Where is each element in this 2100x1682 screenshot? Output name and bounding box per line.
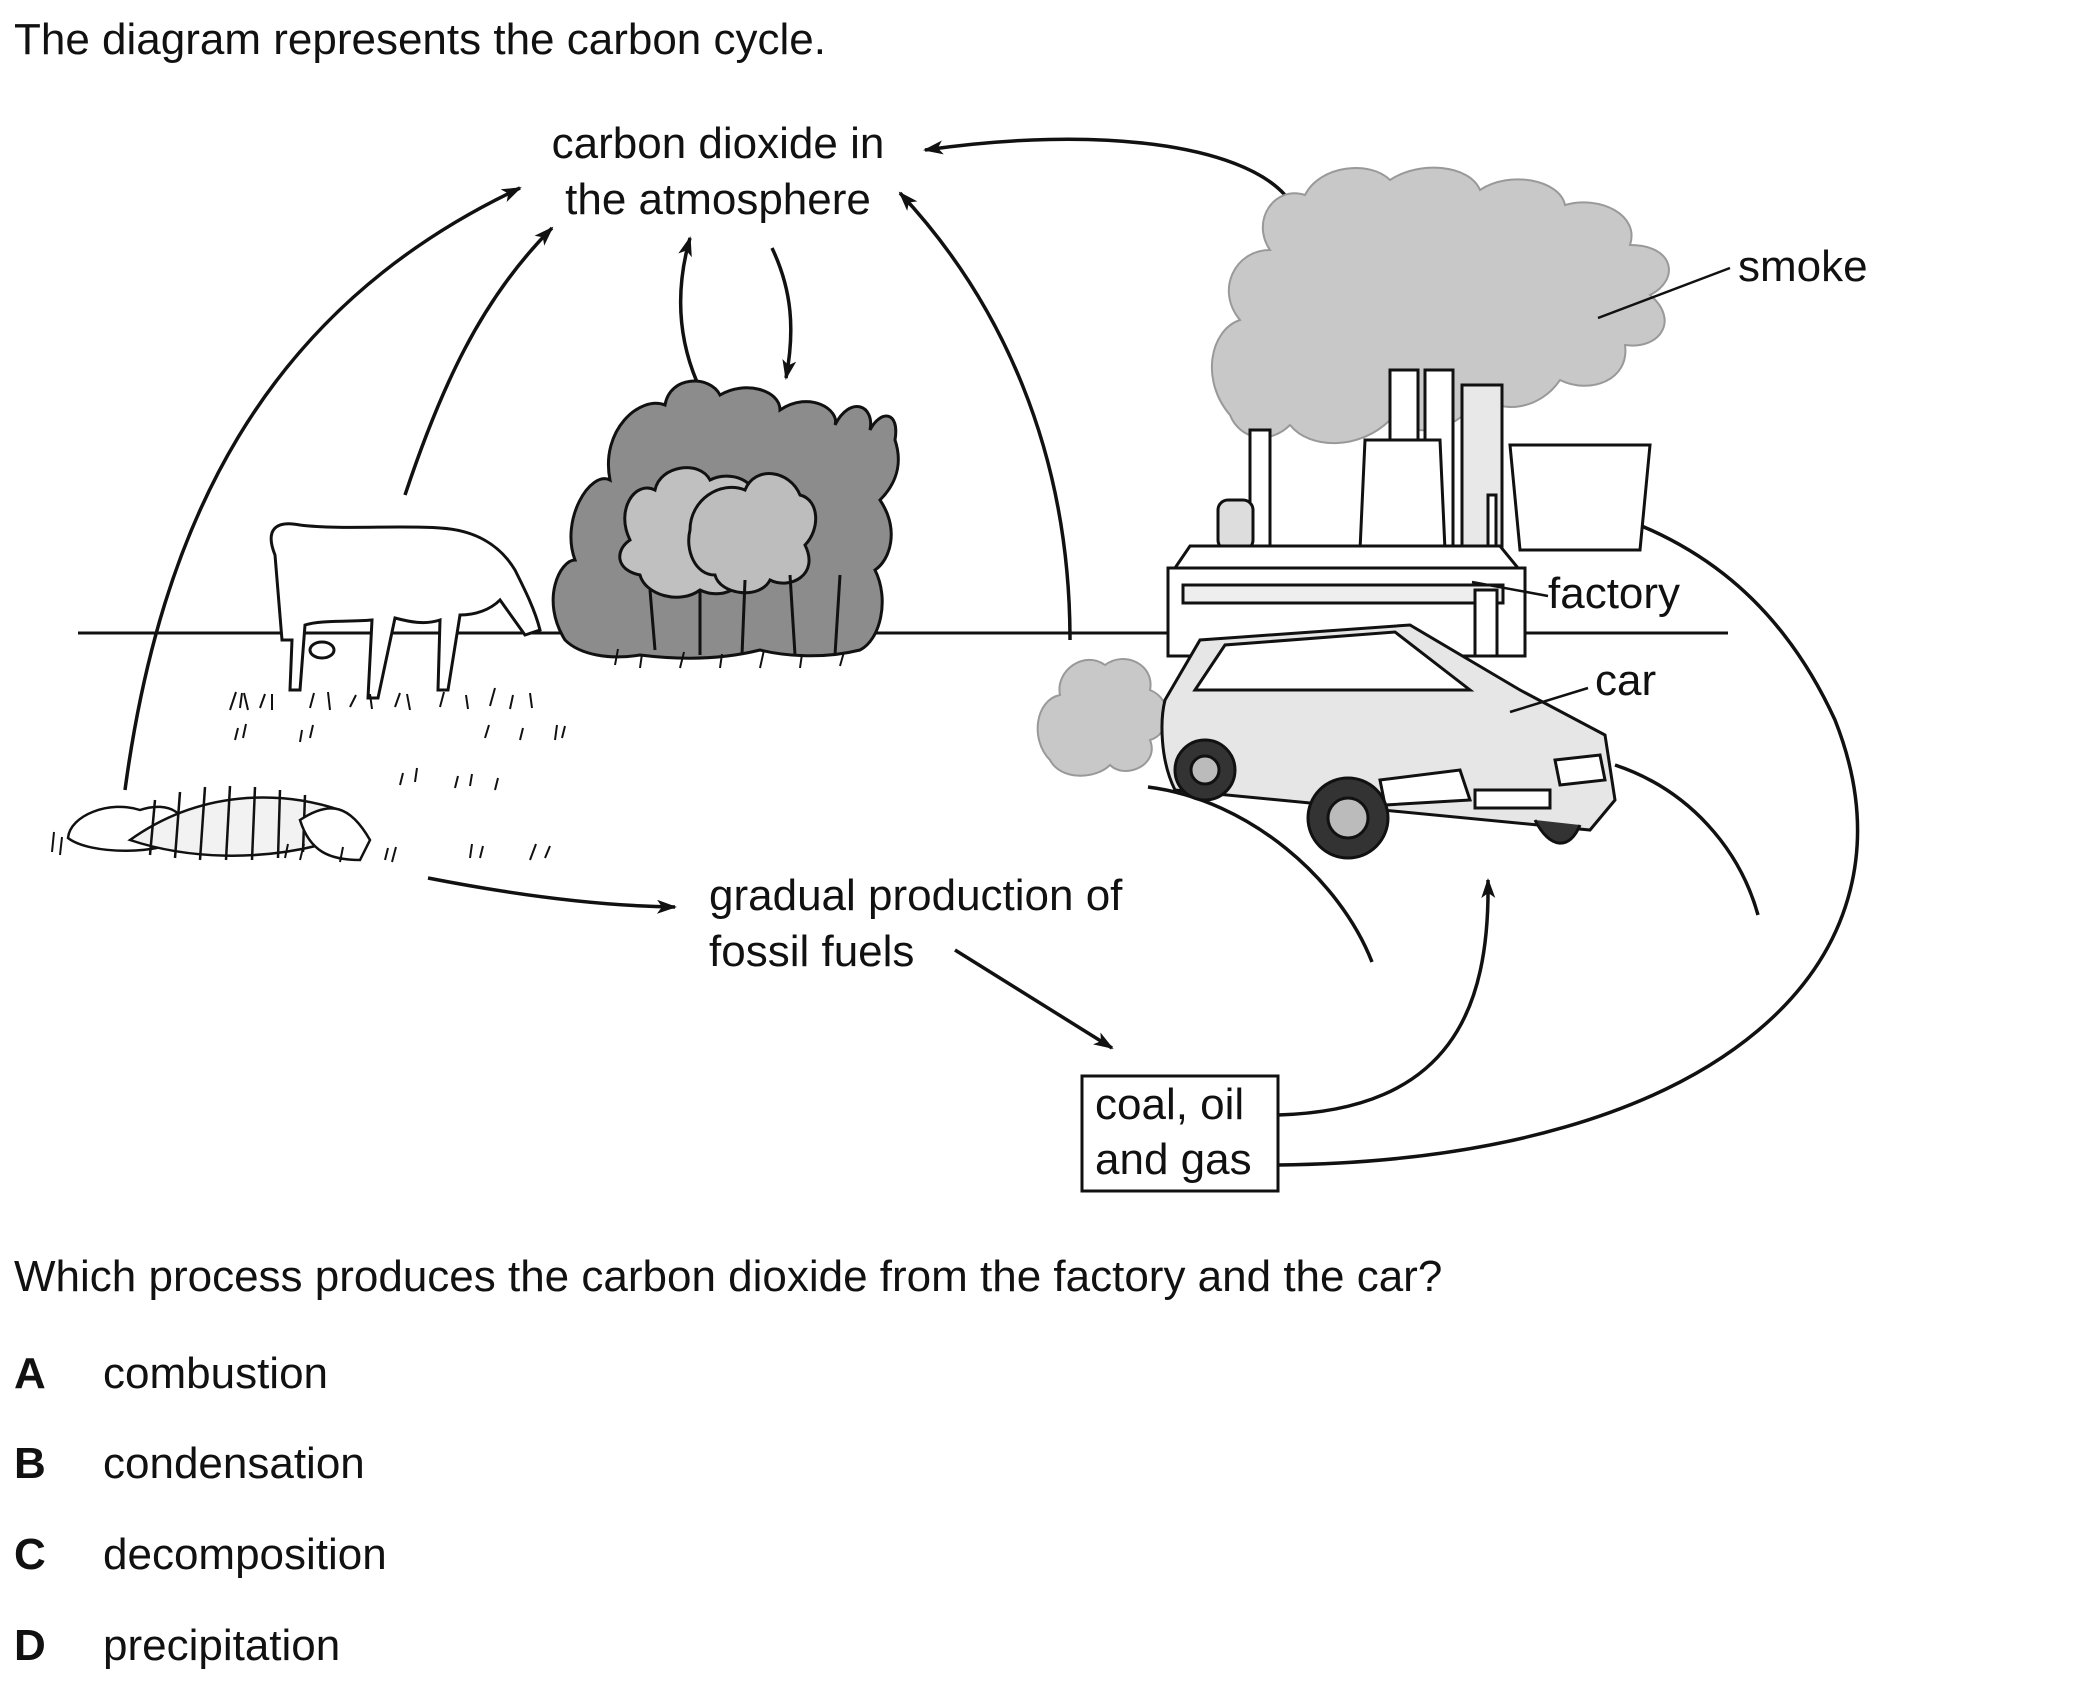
arrow-remains-to-fossil	[427, 876, 677, 914]
smoke-label: smoke	[1738, 242, 1868, 291]
arrow-smoke-exhaust-to-atmosphere	[898, 191, 1072, 641]
factory-smoke-cloud	[1210, 166, 1670, 445]
atmosphere-label-line1: carbon dioxide in	[552, 119, 885, 168]
option-c-letter: C	[14, 1530, 46, 1579]
car-label: car	[1595, 656, 1656, 705]
arrow-coal-to-factory	[1277, 493, 1860, 1167]
car-illustration	[1160, 623, 1617, 860]
trees-illustration	[551, 379, 900, 660]
cow-illustration	[269, 522, 542, 700]
arrow-trees-to-atmosphere	[678, 236, 699, 383]
coal-oil-gas-label-line2: and gas	[1095, 1135, 1252, 1184]
atmosphere-label-line2: the atmosphere	[565, 175, 871, 224]
skeleton-illustration	[66, 785, 372, 862]
arrow-atmosphere-to-trees	[770, 247, 797, 380]
intro-text: The diagram represents the carbon cycle.	[14, 15, 826, 64]
arrow-coal-to-car	[1277, 878, 1496, 1117]
option-a-letter: A	[14, 1349, 46, 1398]
factory-illustration	[1166, 368, 1652, 658]
question-text: Which process produces the carbon dioxid…	[14, 1252, 1443, 1301]
factory-leader-line	[1471, 580, 1549, 598]
car-curve-right	[1614, 763, 1760, 916]
arrow-factory-smoke-to-atmosphere	[923, 137, 1287, 197]
option-b-letter: B	[14, 1439, 46, 1488]
option-b-text[interactable]: condensation	[103, 1439, 365, 1488]
arrow-fossil-to-coal	[954, 948, 1114, 1050]
factory-label: factory	[1548, 569, 1680, 618]
option-c-text[interactable]: decomposition	[103, 1530, 387, 1579]
exhaust-smoke-cloud	[1036, 658, 1168, 777]
coal-oil-gas-label-line1: coal, oil	[1095, 1080, 1244, 1129]
coal-oil-gas-box	[1080, 1074, 1280, 1193]
arrow-remains-to-atmosphere	[123, 186, 522, 791]
option-d-letter: D	[14, 1621, 46, 1670]
fossil-fuels-label-line2: fossil fuels	[709, 927, 914, 976]
option-d-text[interactable]: precipitation	[103, 1621, 341, 1670]
fossil-fuels-label-line1: gradual production of	[709, 871, 1123, 920]
arrow-cow-to-atmosphere	[403, 226, 554, 496]
car-leader-line	[1509, 686, 1589, 714]
grass-tufts	[51, 648, 845, 863]
smoke-leader-line	[1597, 266, 1731, 320]
option-a-text[interactable]: combustion	[103, 1349, 329, 1398]
